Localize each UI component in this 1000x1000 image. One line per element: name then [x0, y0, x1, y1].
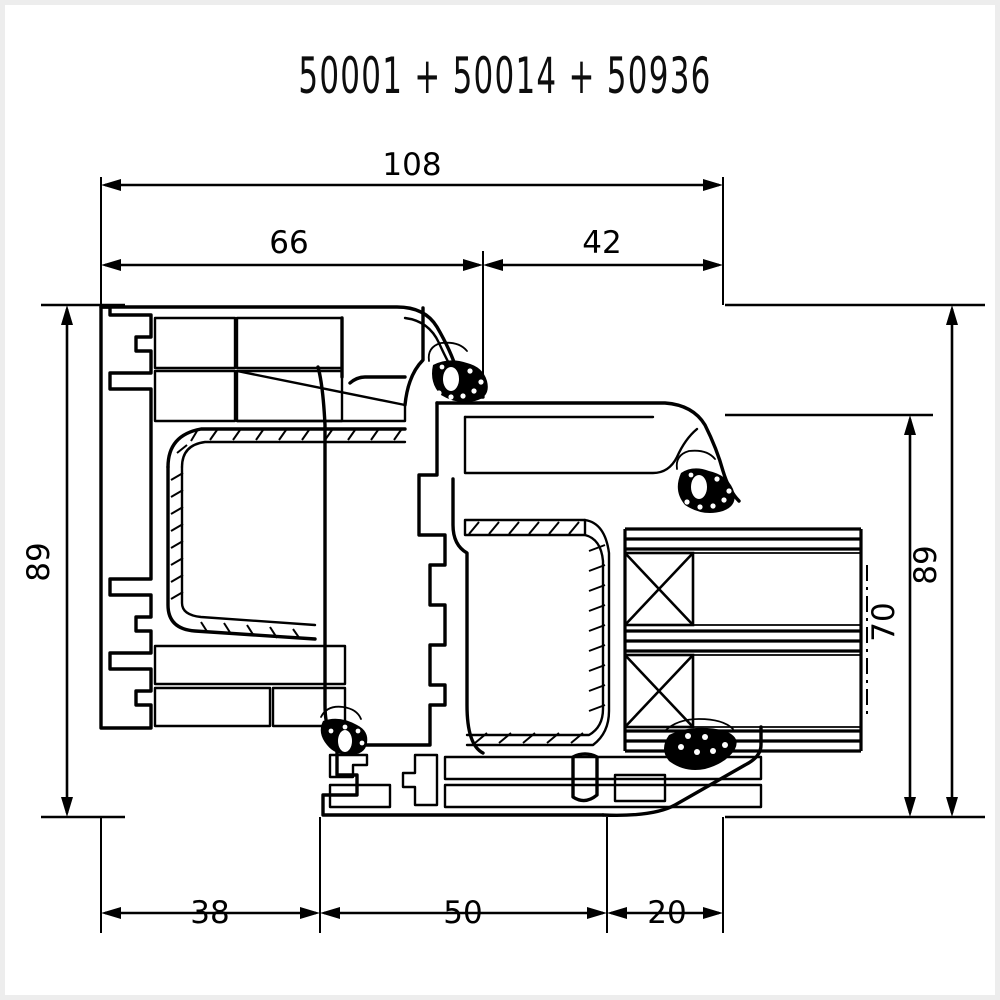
- dimension-frame-height-right-89: [725, 303, 985, 819]
- dimension-glazing-height-70: [725, 413, 933, 817]
- dim-label-right-70: 70: [866, 602, 902, 641]
- steel-reinforcement: [166, 427, 407, 641]
- dimension-glazing-overlap-20: [607, 817, 724, 933]
- dim-label-66: 66: [269, 225, 308, 261]
- dimension-sash-depth-50: [320, 817, 608, 933]
- dimension-sash-width-42: [482, 251, 723, 387]
- page-title: 50001 + 50014 + 50936: [298, 47, 712, 105]
- seal-lower-left: [320, 705, 368, 755]
- seal-lower-right: [664, 718, 737, 770]
- dim-label-38: 38: [190, 895, 229, 931]
- dim-label-108: 108: [382, 147, 441, 183]
- dimension-frame-width-66: [101, 259, 483, 271]
- dim-label-left-89: 89: [21, 542, 57, 581]
- dim-label-50: 50: [443, 895, 482, 931]
- outer-frame-profile: [99, 305, 407, 730]
- dim-label-20: 20: [647, 895, 686, 931]
- seal-upper: [427, 341, 488, 403]
- dimension-frame-depth-38: [100, 817, 321, 933]
- seal-middle: [675, 449, 735, 513]
- dim-label-42: 42: [582, 225, 621, 261]
- dim-label-right-89: 89: [908, 545, 944, 584]
- sash-profile: [99, 305, 763, 817]
- dimension-frame-height-left-89: [41, 303, 125, 819]
- profile-cross-section-drawing: 108 66 42 38 50 20 89 70 89: [21, 147, 985, 933]
- glazing-unit: [623, 527, 868, 753]
- dimension-overall-width-108: [100, 177, 724, 305]
